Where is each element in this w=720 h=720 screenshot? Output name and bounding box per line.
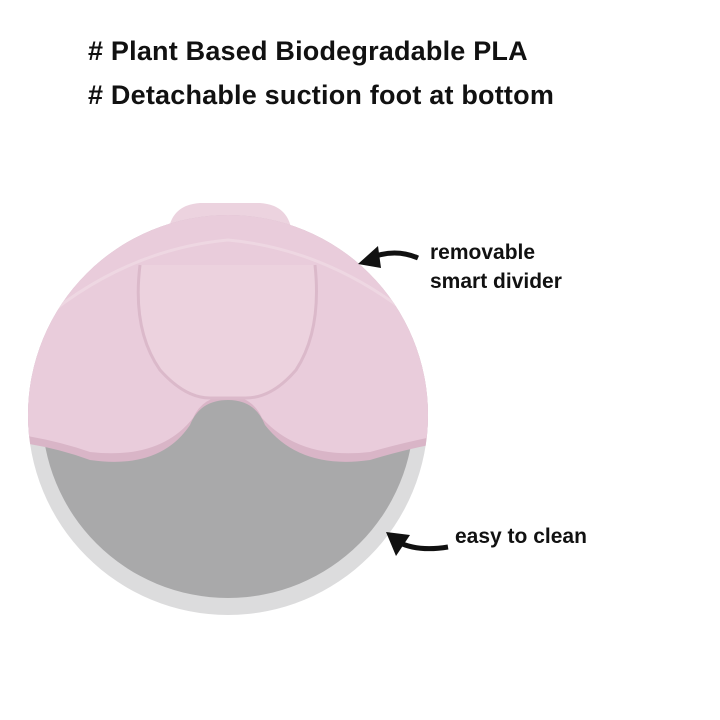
heading-material: # Plant Based Biodegradable PLA — [88, 36, 528, 66]
smart-divider — [28, 215, 428, 462]
heading-suction: # Detachable suction foot at bottom — [88, 80, 555, 110]
callout-divider: removable smart divider — [430, 238, 562, 296]
callout-divider-line2: smart divider — [430, 270, 562, 293]
callout-divider-line1: removable — [430, 241, 536, 264]
callout-clean: easy to clean — [455, 525, 587, 548]
arrow-icon-divider — [358, 246, 419, 268]
arrow-icon-clean — [386, 532, 449, 556]
